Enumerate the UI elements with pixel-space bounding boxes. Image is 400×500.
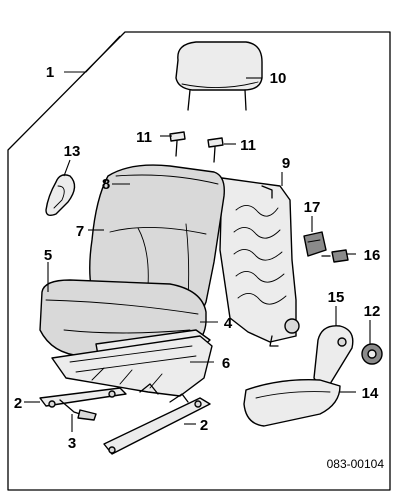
callout-8: 8: [102, 176, 110, 193]
seat-frame: [51, 335, 213, 397]
callout-15: 15: [328, 289, 345, 306]
callout-2-right-rail: 2: [200, 417, 208, 434]
seat-rail-right: [103, 383, 211, 455]
callout-10: 10: [270, 70, 287, 87]
callout-17: 17: [304, 199, 321, 216]
recliner-cover: [313, 325, 354, 386]
bolt-left: [169, 131, 186, 157]
seat-rail-left: [39, 387, 127, 408]
slide-release-lever: [59, 399, 97, 421]
bolt-right: [207, 137, 224, 163]
side-shield: [243, 379, 341, 427]
callout-4: 4: [224, 315, 233, 332]
callout-14: 14: [362, 385, 379, 402]
callout-16: 16: [364, 247, 381, 264]
recliner-knob: [361, 343, 383, 365]
callout-11-left: 11: [136, 129, 152, 146]
headrest: [175, 41, 263, 111]
callout-9: 9: [282, 155, 290, 172]
callout-12: 12: [364, 303, 381, 320]
callout-11-right: 11: [240, 137, 256, 154]
callout-7: 7: [76, 223, 84, 240]
callout-13: 13: [64, 143, 81, 160]
callout-2-left-rail: 2: [14, 395, 22, 412]
callout-1: 1: [46, 64, 54, 81]
leader-lines: [24, 35, 371, 432]
callout-6: 6: [222, 355, 230, 372]
seatback-frame: [219, 177, 300, 347]
clip: [321, 249, 349, 263]
trim-strap: [45, 174, 76, 217]
callout-3: 3: [68, 435, 76, 452]
callout-labels: 1 2 2 3 4 5 6 7 8 9 10 11 11 12 13 14 15…: [14, 64, 381, 452]
latch: [303, 231, 327, 257]
figure-code: 083-00104: [327, 457, 385, 471]
callout-5: 5: [44, 247, 52, 264]
